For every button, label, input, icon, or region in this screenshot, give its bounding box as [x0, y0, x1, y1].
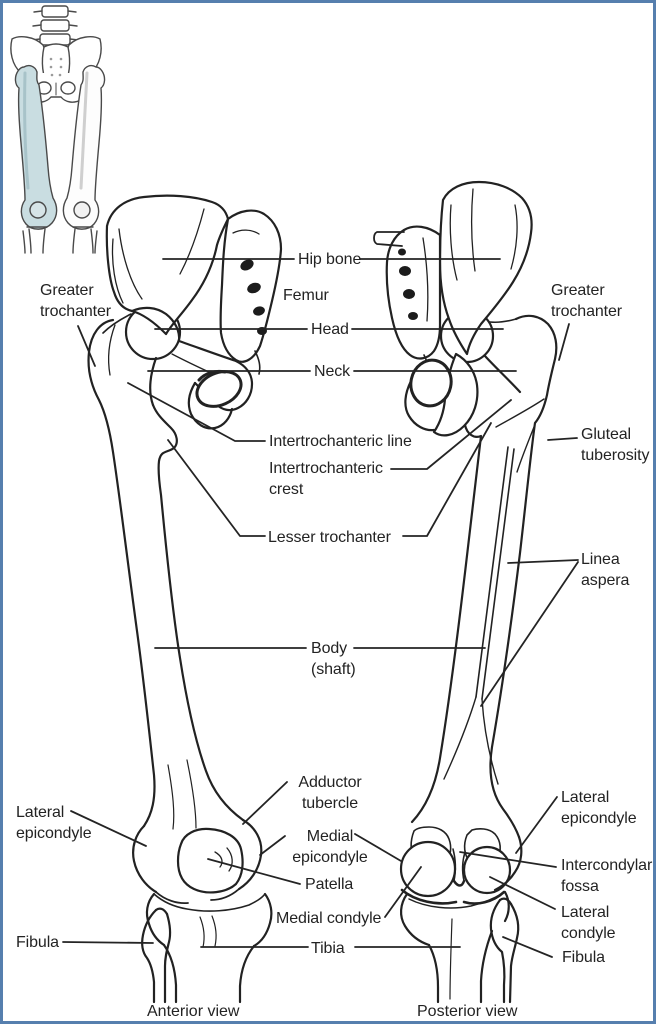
label-fibula-left: Fibula — [16, 934, 59, 951]
inset-lower-legs — [22, 226, 98, 254]
leader-patella — [207, 858, 301, 885]
inset-skeleton — [10, 5, 106, 254]
label-medial-condyle: Medial condyle — [276, 910, 382, 927]
label-intercondylar-fossa: Intercondylar fossa — [561, 857, 653, 895]
leader-fibula-right — [502, 936, 553, 958]
leader-linea-aspera-a — [507, 559, 579, 564]
leader-lesser-trochanter-left — [167, 439, 266, 537]
leader-lateral-condyle — [489, 876, 556, 910]
label-tibia: Tibia — [311, 940, 345, 957]
label-neck: Neck — [314, 363, 351, 380]
label-femur: Femur — [283, 287, 329, 304]
label-lesser-trochanter: Lesser trochanter — [268, 529, 391, 546]
label-greater-trochanter-left: Greater trochanter — [40, 282, 112, 320]
leader-medial-epicondyle-right — [354, 833, 402, 862]
leader-lateral-epicondyle-right — [515, 796, 558, 854]
label-head: Head — [311, 321, 349, 338]
label-patella: Patella — [305, 876, 354, 893]
leader-medial-epicondyle-left — [259, 835, 286, 856]
leader-greater-trochanter-left — [77, 325, 96, 367]
inset-vertebrae — [31, 5, 79, 46]
label-intertrochanteric-line: Intertrochanteric line — [269, 433, 412, 450]
label-gluteal-tuberosity: Gluteal tuberosity — [581, 426, 650, 464]
label-fibula-right: Fibula — [562, 949, 605, 966]
label-linea-aspera: Linea aspera — [581, 551, 630, 589]
leader-lesser-trochanter-right — [402, 422, 492, 537]
label-lateral-epicondyle-left: Lateral epicondyle — [16, 804, 92, 842]
inset-highlighted-femur — [14, 64, 58, 230]
leader-medial-condyle — [384, 866, 422, 918]
label-lateral-condyle: Lateral condyle — [561, 904, 616, 942]
caption-posterior-view: Posterior view — [417, 1003, 518, 1020]
label-body-shaft: Body (shaft) — [311, 640, 356, 678]
label-adductor-tubercle: Adductor tubercle — [298, 774, 362, 812]
leader-fibula-left — [62, 941, 154, 944]
label-intertrochanteric-crest: Intertrochanteric crest — [269, 460, 383, 498]
leader-lateral-epicondyle-left — [70, 810, 147, 847]
inset-other-femur — [62, 64, 106, 230]
leader-greater-trochanter-right — [558, 323, 570, 361]
posterior-view-drawing — [373, 180, 558, 1004]
leader-gluteal-tuberosity — [547, 437, 578, 441]
leader-adductor-tubercle — [242, 781, 288, 825]
label-hip-bone: Hip bone — [298, 251, 362, 268]
leader-intertrochanteric-line — [127, 382, 266, 442]
leader-linea-aspera-b — [480, 561, 579, 707]
caption-anterior-view: Anterior view — [147, 1003, 240, 1020]
label-greater-trochanter-right: Greater trochanter — [551, 282, 623, 320]
bone-illustration — [10, 5, 579, 1004]
leader-intercondylar-fossa — [459, 851, 557, 868]
anterior-view-drawing — [87, 194, 283, 1004]
label-medial-epicondyle: Medial epicondyle — [292, 828, 368, 866]
leader-intertrochanteric-crest — [390, 399, 512, 470]
leader-lines — [62, 258, 579, 958]
label-lateral-epicondyle-right: Lateral epicondyle — [561, 789, 637, 827]
